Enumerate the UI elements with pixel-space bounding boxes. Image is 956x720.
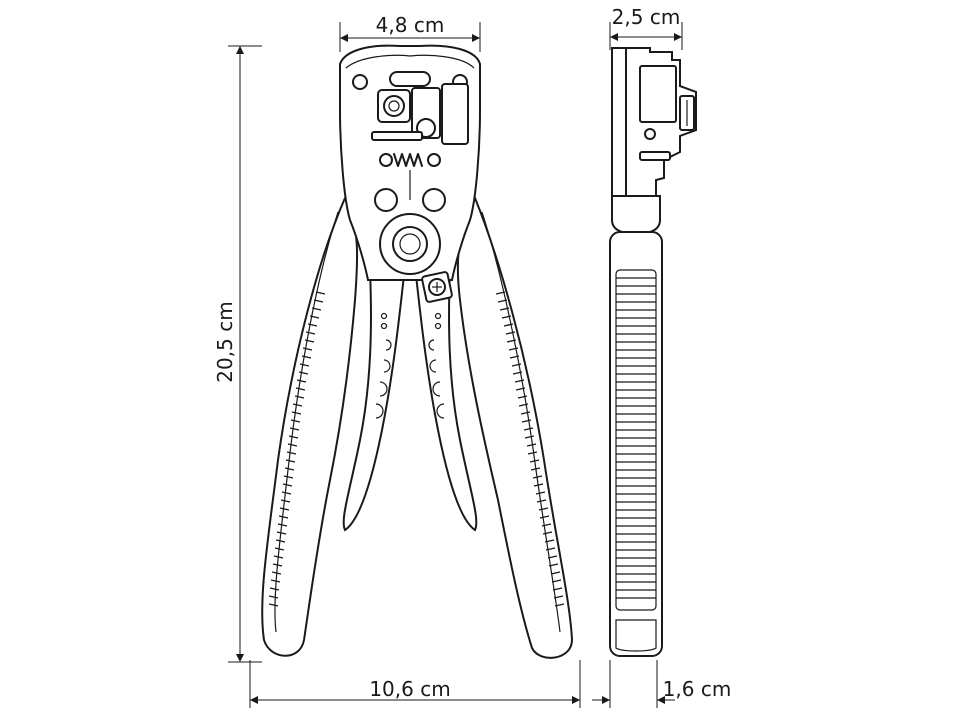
head-hole-right bbox=[422, 188, 446, 212]
left-notches bbox=[375, 339, 392, 419]
left-handle bbox=[261, 197, 359, 657]
spring-icon bbox=[379, 153, 441, 200]
right-notches bbox=[428, 339, 445, 419]
head-hole-left bbox=[374, 188, 398, 212]
front-view bbox=[261, 44, 573, 659]
jaw-width-label: 4,8 cm bbox=[376, 13, 445, 37]
handle-span-label: 10,6 cm bbox=[369, 677, 450, 701]
side-handle bbox=[609, 231, 663, 657]
left-jaw-arm bbox=[342, 268, 406, 532]
main-pivot bbox=[379, 213, 441, 275]
screw-icon bbox=[428, 278, 446, 296]
left-grip-ribs bbox=[268, 291, 326, 607]
adjust-knob bbox=[383, 95, 405, 117]
right-grip-ribs bbox=[495, 291, 565, 607]
side-grip-ribs bbox=[616, 277, 656, 599]
right-jaw-arm bbox=[414, 268, 478, 532]
side-view bbox=[609, 47, 697, 657]
head-pivot-left bbox=[352, 74, 368, 90]
dimension-lines bbox=[228, 22, 683, 708]
height-label: 20,5 cm bbox=[213, 301, 237, 382]
side-width-label: 2,5 cm bbox=[612, 5, 681, 29]
handle-thickness-label: 1,6 cm bbox=[663, 677, 732, 701]
right-handle bbox=[456, 197, 573, 659]
